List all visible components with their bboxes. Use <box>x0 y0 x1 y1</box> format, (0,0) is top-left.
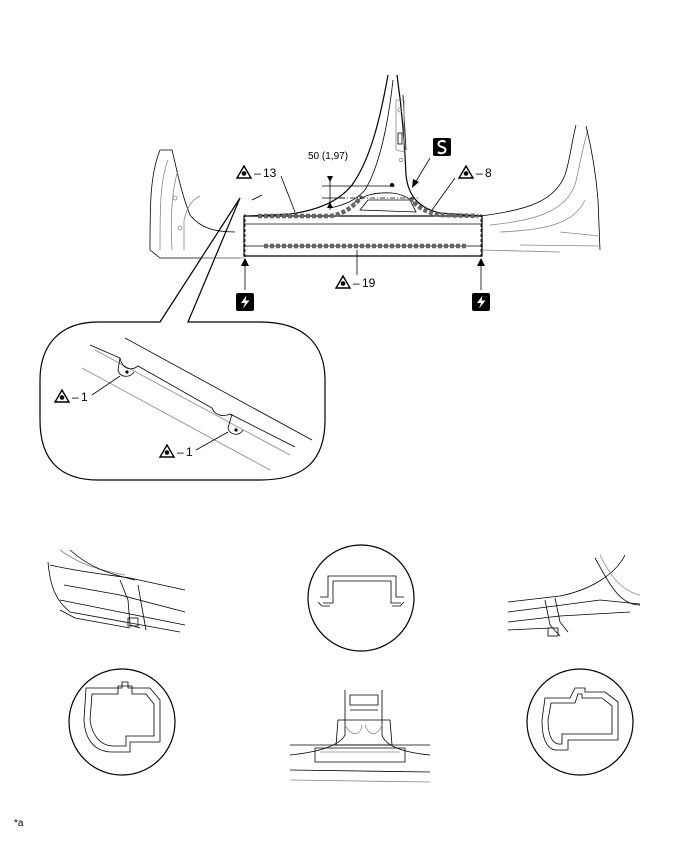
right-section-circle <box>526 668 634 776</box>
cut-point-arrows <box>241 157 485 290</box>
spot-weld-icon <box>472 293 490 311</box>
cut-saw-icon <box>432 137 452 157</box>
center-section-circle <box>307 544 415 652</box>
weld-point-triangle-icon <box>159 444 175 458</box>
svg-text:–: – <box>353 276 360 290</box>
callout-leaders <box>280 175 456 275</box>
svg-text:–: – <box>254 166 261 180</box>
weld-point-triangle-icon <box>54 389 70 403</box>
footnote-label: *a <box>14 818 24 829</box>
callout-1-upper: – 1 <box>54 389 88 404</box>
callout-19: – 19 <box>335 275 376 290</box>
callout-8-number: 8 <box>485 166 492 180</box>
dimension-label: 50 (1,97) <box>308 151 348 162</box>
weld-point-triangle-icon <box>236 165 252 179</box>
svg-text:–: – <box>476 166 483 180</box>
right-rocker-detail <box>507 554 641 637</box>
weld-point-triangle-icon <box>458 165 474 179</box>
pillar-base-detail <box>289 690 431 783</box>
weld-point-triangle-icon <box>335 275 351 289</box>
callout-19-number: 19 <box>362 276 376 290</box>
left-rocker-detail <box>47 549 186 633</box>
svg-text:–: – <box>177 445 184 459</box>
callout-13-number: 13 <box>263 166 277 180</box>
callout-1-number: 1 <box>81 390 88 404</box>
left-section-circle <box>68 668 176 776</box>
callout-1-number: 1 <box>186 445 193 459</box>
callout-13: – 13 <box>236 165 277 180</box>
svg-text:–: – <box>72 390 79 404</box>
callout-8: – 8 <box>458 165 492 180</box>
spot-weld-icon <box>236 293 254 311</box>
detail-zoom-bubble <box>39 194 326 481</box>
callout-1-lower: – 1 <box>159 444 193 459</box>
body-side-view <box>149 74 601 259</box>
